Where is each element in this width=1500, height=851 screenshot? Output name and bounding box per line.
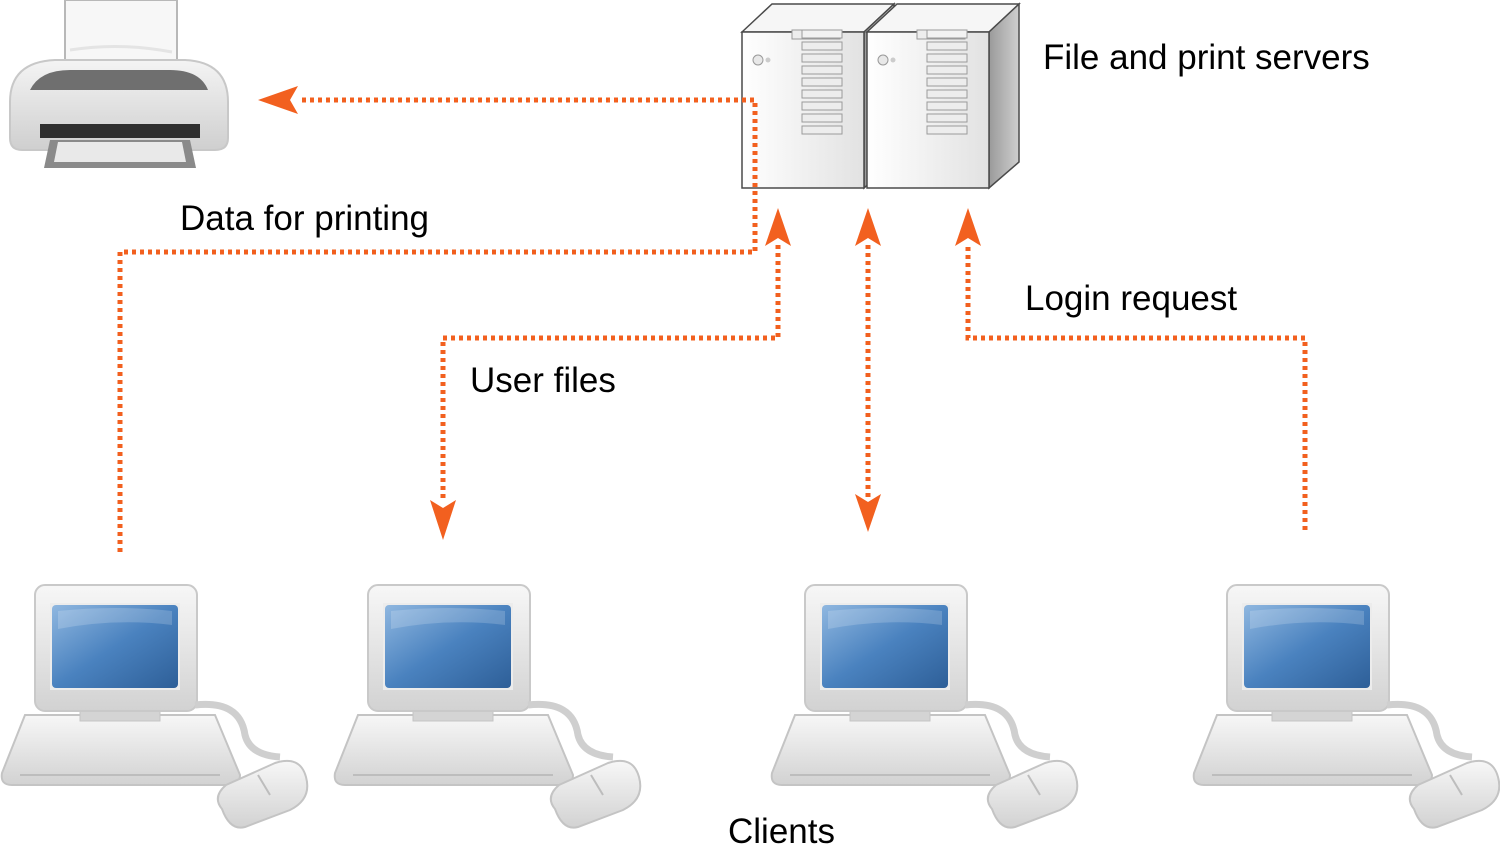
server-icon xyxy=(866,3,1020,189)
client-computer-icon xyxy=(772,585,1078,828)
servers-label: File and print servers xyxy=(1043,38,1370,77)
user-files-down-arrowhead xyxy=(430,500,456,540)
printer-icon xyxy=(9,0,229,168)
client-computer-icon xyxy=(335,585,641,828)
client-computer-icon xyxy=(1194,585,1500,828)
print-data-flow xyxy=(117,97,758,552)
print-arrowhead xyxy=(258,86,298,114)
login-flow xyxy=(965,245,1308,530)
user-files-label: User files xyxy=(470,361,616,400)
client-computer-icon xyxy=(2,585,308,828)
clients-label: Clients xyxy=(728,812,835,851)
login-label: Login request xyxy=(1025,279,1238,318)
bidirectional-up-arrowhead xyxy=(855,208,881,246)
bidirectional-down-arrowhead xyxy=(855,494,881,532)
printing-label: Data for printing xyxy=(180,199,430,238)
user-files-up-arrowhead xyxy=(765,208,791,246)
login-arrowhead xyxy=(955,208,981,246)
